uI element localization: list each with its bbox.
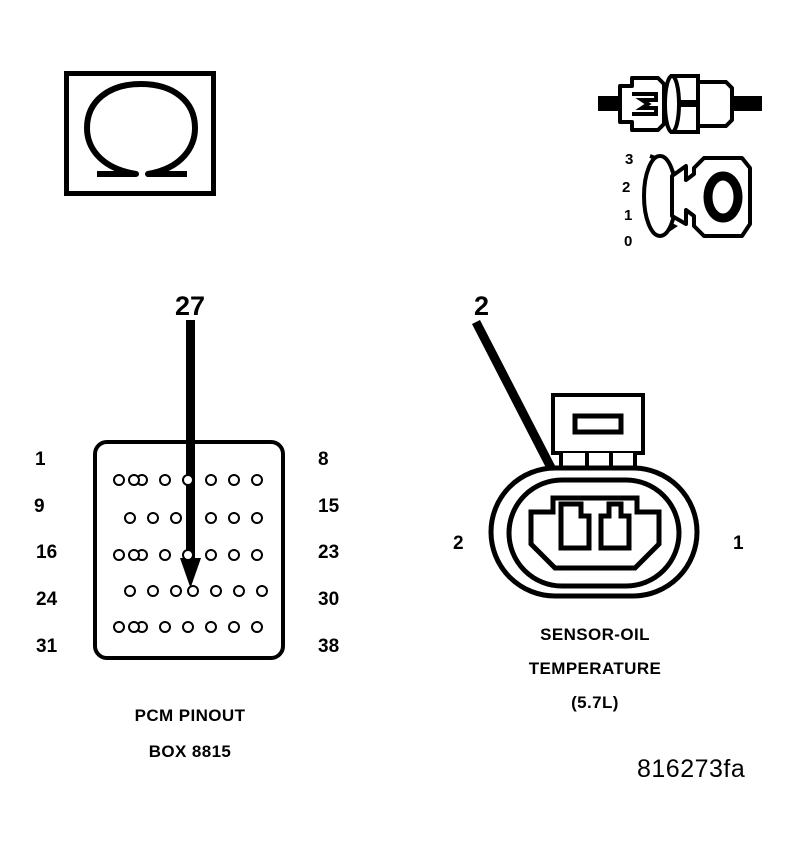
pcm-pin-hole (256, 585, 268, 597)
pcm-pin-hole (205, 549, 217, 561)
pcm-pin-hole (251, 549, 263, 561)
pcm-row-label-right-15: 15 (318, 496, 340, 517)
pcm-pin-hole (205, 512, 217, 524)
pcm-pin-hole (205, 621, 217, 633)
sensor-caption-line-1: SENSOR-OIL (540, 625, 650, 644)
sensor-cavity-label-1: 1 (733, 533, 744, 554)
pcm-pin-hole (233, 585, 245, 597)
pcm-row-label-right-23: 23 (318, 542, 340, 563)
pcm-pin-hole (182, 474, 194, 486)
ohm-symbol-icon (83, 80, 199, 177)
sensor-connector-icon (487, 392, 702, 600)
pcm-row-label-left-16: 16 (36, 542, 58, 563)
pcm-pin-hole (251, 474, 263, 486)
pcm-pin-hole (210, 585, 222, 597)
pcm-pin-hole (113, 474, 125, 486)
rotary-switch-icon (630, 150, 760, 250)
dial-position-1: 1 (624, 207, 633, 224)
pcm-pin-hole (147, 512, 159, 524)
pcm-pin-hole (228, 549, 240, 561)
pcm-connector-body (93, 440, 285, 660)
pcm-pin-hole (182, 549, 194, 561)
pcm-pin-hole (147, 585, 159, 597)
pcm-pin-hole (170, 512, 182, 524)
pcm-pin-hole (124, 512, 136, 524)
pcm-pin-hole (124, 585, 136, 597)
pcm-row-label-left-1: 1 (35, 449, 46, 470)
pcm-pin-hole (251, 512, 263, 524)
pcm-pin-hole (128, 474, 140, 486)
pcm-pin-hole (159, 549, 171, 561)
pcm-pin-hole (228, 474, 240, 486)
pcm-row-label-right-30: 30 (318, 589, 340, 610)
sensor-caption-line-3: (5.7L) (571, 693, 619, 712)
pcm-row-label-left-24: 24 (36, 589, 58, 610)
pcm-callout-number: 27 (175, 291, 206, 321)
pcm-pin-hole (228, 621, 240, 633)
dial-position-0: 0 (624, 233, 633, 250)
pcm-pin-hole (205, 474, 217, 486)
dial-position-2: 2 (622, 179, 631, 196)
pcm-pin-hole (251, 621, 263, 633)
pcm-pin-hole (113, 549, 125, 561)
pcm-pin-hole (159, 621, 171, 633)
pcm-pin-hole (128, 549, 140, 561)
pcm-pin-hole-highlighted (187, 585, 199, 597)
pcm-pin-hole (182, 621, 194, 633)
pcm-caption-line-1: PCM PINOUT (134, 706, 246, 725)
pcm-pin-hole (128, 621, 140, 633)
sensor-caption-line-2: TEMPERATURE (528, 659, 662, 678)
pcm-pin-hole (170, 585, 182, 597)
dial-position-3: 3 (625, 151, 634, 168)
pcm-pin-hole (228, 512, 240, 524)
connector-coupling-icon (598, 70, 764, 138)
pcm-pin-hole (113, 621, 125, 633)
sensor-cavity-label-2: 2 (453, 533, 464, 554)
pcm-caption-line-2: BOX 8815 (148, 742, 232, 761)
sensor-callout-number: 2 (474, 291, 490, 321)
pcm-row-label-right-38: 38 (318, 636, 340, 657)
pcm-row-label-left-31: 31 (36, 636, 58, 657)
pcm-row-label-right-8: 8 (318, 449, 329, 470)
drawing-id: 816273fa (637, 755, 746, 783)
pcm-pin-hole (159, 474, 171, 486)
pcm-row-label-left-9: 9 (34, 496, 45, 517)
ohm-symbol-box (64, 71, 216, 196)
